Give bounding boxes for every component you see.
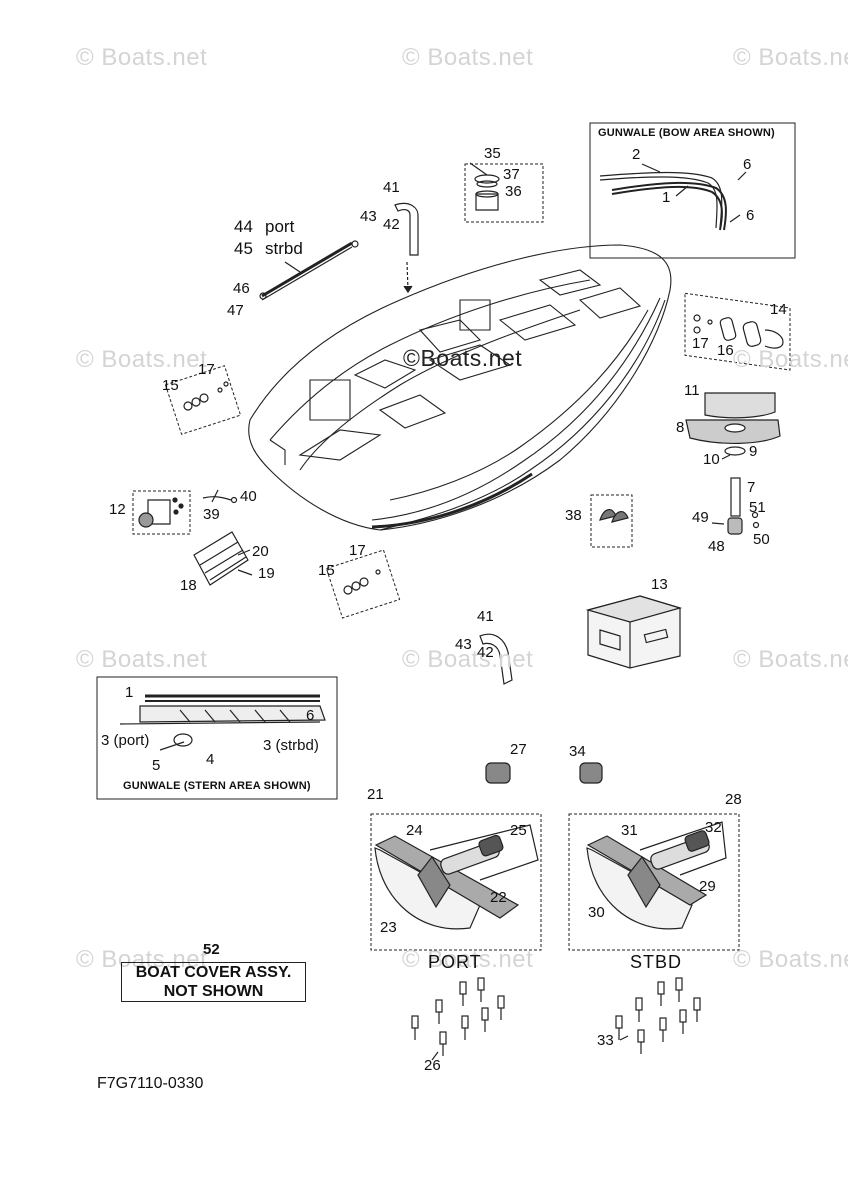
port-trim-tab-box xyxy=(370,813,542,951)
watermark: © Boats.net xyxy=(76,646,208,673)
part-label-6: 6 xyxy=(306,707,315,724)
part-label-6: 6 xyxy=(743,156,752,173)
watermark: © Boats.net xyxy=(402,44,534,71)
watermark: © Boats.net xyxy=(733,346,848,373)
watermark: © Boats.net xyxy=(733,646,848,673)
part-label-18: 18 xyxy=(180,577,197,594)
part-label-41: 41 xyxy=(383,179,400,196)
part-label-16: 16 xyxy=(717,342,734,359)
part-label-51: 51 xyxy=(749,499,766,516)
part-label-20: 20 xyxy=(252,543,269,560)
gunwale-bow-caption: GUNWALE (BOW AREA SHOWN) xyxy=(598,127,775,139)
part-label-43: 43 xyxy=(455,636,472,653)
watermark: © Boats.net xyxy=(733,44,848,71)
part-35-box xyxy=(464,163,544,223)
gunwale-bow-box xyxy=(589,122,796,259)
part-label-24: 24 xyxy=(406,822,423,839)
part-label-21: 21 xyxy=(367,786,384,803)
gunwale-bow-strip-icon xyxy=(599,171,727,231)
part-label-37: 37 xyxy=(503,166,520,183)
part-label-1: 1 xyxy=(662,189,671,206)
drawing-code: F7G7110-0330 xyxy=(97,1075,204,1092)
part-label-44: 44 xyxy=(234,217,253,236)
part-label-17: 17 xyxy=(349,542,366,559)
part-label-15: 15 xyxy=(318,562,335,579)
part-label-2: 2 xyxy=(632,146,641,163)
part-label-13: 13 xyxy=(651,576,668,593)
part-label-1: 1 xyxy=(125,684,134,701)
part-label-45: 45 xyxy=(234,239,253,258)
watermark: © Boats.net xyxy=(76,946,208,973)
watermark: © Boats.net xyxy=(76,346,208,373)
center-watermark: ©Boats.net xyxy=(403,345,523,371)
part-label-48: 48 xyxy=(708,538,725,555)
part-label-3-port: 3 (port) xyxy=(101,732,150,749)
part-label-27: 27 xyxy=(510,741,527,758)
part-label-39: 39 xyxy=(203,506,220,523)
part-label-25: 25 xyxy=(510,822,527,839)
part-label-30: 30 xyxy=(588,904,605,921)
part-label-46: 46 xyxy=(233,280,250,297)
bolt-icon xyxy=(411,977,701,1056)
part-label-36: 36 xyxy=(505,183,522,200)
port-label: PORT xyxy=(428,952,482,972)
part-label-50: 50 xyxy=(753,531,770,548)
cover-line-2: NOT SHOWN xyxy=(163,983,264,1000)
part-label-41: 41 xyxy=(477,608,494,625)
gunwale-stern-caption: GUNWALE (STERN AREA SHOWN) xyxy=(123,780,311,792)
part-label-8: 8 xyxy=(676,419,685,436)
part-label-4: 4 xyxy=(206,751,215,768)
part-label-10: 10 xyxy=(703,451,720,468)
part-label-29: 29 xyxy=(699,878,716,895)
watermark: © Boats.net xyxy=(76,44,208,71)
part-label-17: 17 xyxy=(692,335,709,352)
boarding-step-icon xyxy=(193,531,249,586)
part-label-49: 49 xyxy=(692,509,709,526)
watermark: © Boats.net xyxy=(402,946,534,973)
part-label-40: 40 xyxy=(240,488,257,505)
watermark: © Boats.net xyxy=(733,946,848,973)
strbd-text: strbd xyxy=(265,239,303,258)
part-label-23: 23 xyxy=(380,919,397,936)
cover-number: 52 xyxy=(203,941,220,958)
part-label-31: 31 xyxy=(621,822,638,839)
part-label-5: 5 xyxy=(152,757,161,774)
stbd-trim-tab-box xyxy=(568,813,740,951)
part-label-15: 15 xyxy=(162,377,179,394)
part-label-6: 6 xyxy=(746,207,755,224)
part-label-22: 22 xyxy=(490,889,507,906)
gunwale-stern-box xyxy=(96,676,338,800)
part-label-28: 28 xyxy=(725,791,742,808)
part-label-26: 26 xyxy=(424,1057,441,1074)
part-label-19: 19 xyxy=(258,565,275,582)
part-label-34: 34 xyxy=(569,743,586,760)
part-label-11: 11 xyxy=(684,382,700,399)
part-label-43: 43 xyxy=(360,208,377,225)
gunwale-stern-strip-icon xyxy=(139,694,326,723)
part-label-3-strbd: 3 (strbd) xyxy=(263,737,319,754)
stbd-label: STBD xyxy=(630,952,683,972)
port-text: port xyxy=(265,217,295,236)
part-label-14: 14 xyxy=(770,301,787,318)
bumper-icon xyxy=(485,762,603,784)
part-label-38: 38 xyxy=(565,507,582,524)
boat-hull-icon xyxy=(248,244,672,531)
part-label-9: 9 xyxy=(749,443,758,460)
part-label-7: 7 xyxy=(747,479,756,496)
part-label-33: 33 xyxy=(597,1032,614,1049)
watermark: © Boats.net xyxy=(402,646,534,673)
cooler-icon xyxy=(585,595,683,669)
part-label-12: 12 xyxy=(109,501,126,518)
part-label-47: 47 xyxy=(227,302,244,319)
part-label-42: 42 xyxy=(477,644,494,661)
part-label-17: 17 xyxy=(198,361,215,378)
part-label-32: 32 xyxy=(705,819,722,836)
cover-line-1: BOAT COVER ASSY. xyxy=(135,964,292,981)
boat-cover-note: BOAT COVER ASSY. NOT SHOWN xyxy=(121,962,306,1002)
grab-handle-icon xyxy=(394,202,419,256)
part-label-42: 42 xyxy=(383,216,400,233)
part-label-35: 35 xyxy=(484,145,501,162)
